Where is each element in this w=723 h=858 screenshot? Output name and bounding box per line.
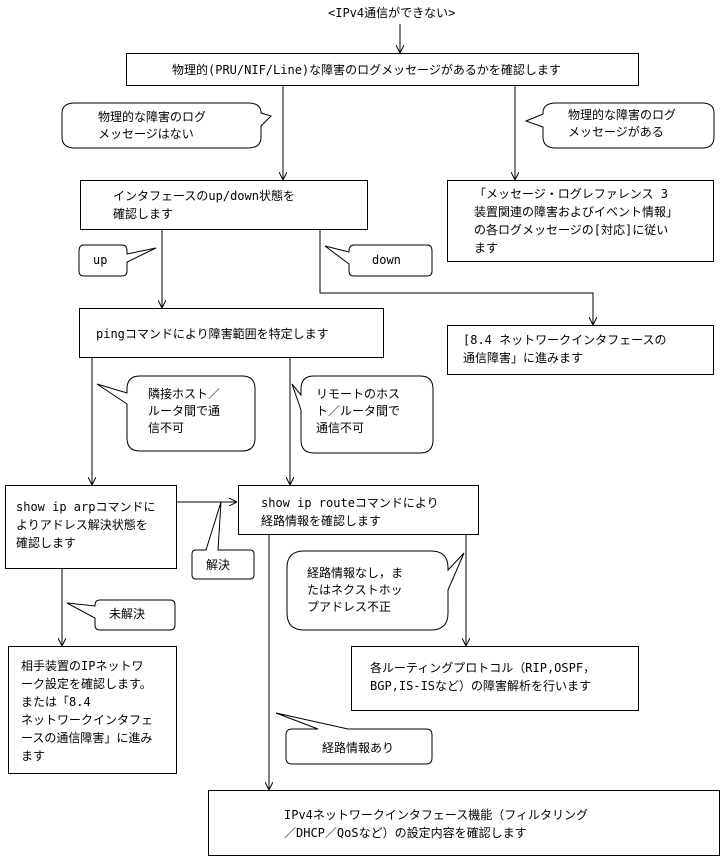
check-interface-box: インタフェースのup/down状態を 確認します [80, 180, 368, 230]
callout-bubble-has-log [524, 102, 715, 149]
callout-adjacent: 隣接ホスト／ ルータ間で通 信不可 [148, 387, 221, 435]
route-command-box: show ip routeコマンドにより 経路情報を確認します [238, 485, 479, 535]
callout-down: down [372, 253, 401, 267]
callout-up: up [93, 253, 108, 267]
nif-fault-box: [8.4 ネットワークインタフェースの 通信障害」に進みます [447, 325, 714, 375]
callout-no-route: 経路情報なし，ま たはネクストホッ プアドレス不正 [307, 566, 404, 614]
arrow-interface-to-nif-fault [319, 229, 593, 324]
callout-bubble-up [78, 244, 157, 277]
check-log-box: 物理的(PRU/NIF/Line)な障害のログメッセージがあるかを確認します [126, 53, 639, 86]
routing-protocol-box: 各ルーティングプロトコル（RIP,OSPF， BGP,IS-ISなど）の障害解析… [351, 646, 639, 711]
callout-no-log: 物理的な障害のログ メッセージはない [98, 110, 207, 141]
callout-bubble-no-route [286, 550, 465, 631]
callout-unresolved: 未解決 [109, 607, 146, 621]
callout-bubble-resolved [191, 501, 255, 580]
callout-has-route: 経路情報あり [322, 741, 395, 755]
callout-bubble-no-log [61, 102, 272, 149]
diagram-title: <IPv4通信ができない> [328, 6, 456, 20]
callout-bubble-remote [291, 375, 434, 454]
callout-remote: リモートのホス ト／ルータ間で 通信不可 [316, 387, 401, 435]
arp-command-box: show ip arpコマンドに よりアドレス解決状態を 確認します [5, 485, 177, 569]
callout-bubble-has-route [275, 712, 433, 765]
ipv4-functions-box: IPv4ネットワークインタフェース機能（フィルタリング ／DHCP／QoSなど）… [208, 790, 720, 856]
callout-bubble-adjacent [96, 375, 256, 452]
ping-box: pingコマンドにより障害範囲を特定します [79, 308, 384, 358]
callout-resolved: 解決 [206, 558, 231, 572]
callout-has-log: 物理的な障害のログ メッセージがある [568, 108, 677, 139]
callout-bubble-down [324, 244, 433, 277]
peer-config-box: 相手装置のIPネットワ ーク設定を確認します。 または「8.4 ネットワークイン… [8, 646, 177, 774]
callout-bubble-unresolved [66, 599, 176, 631]
message-reference-box: 「メッセージ・ログレファレンス 3 装置関連の障害およびイベント情報」 の各ログ… [447, 180, 714, 262]
